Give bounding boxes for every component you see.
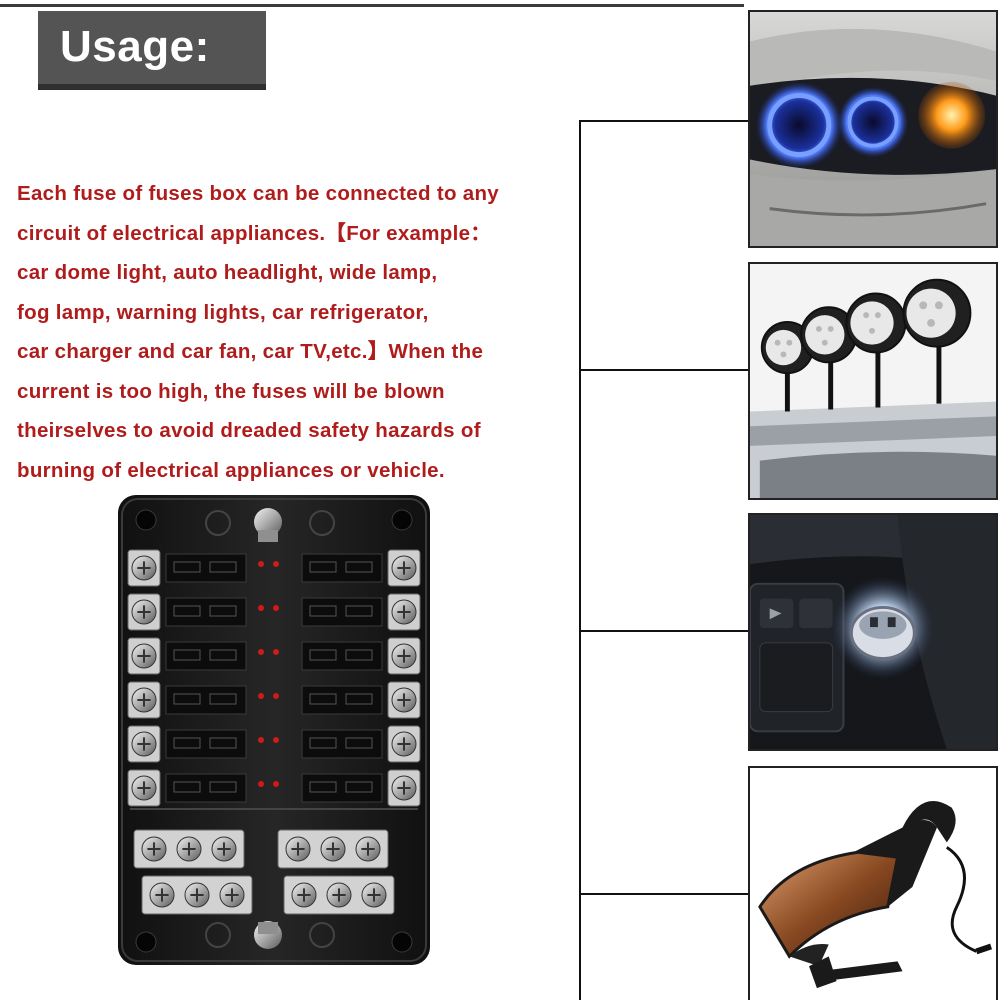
indicator-led	[258, 693, 264, 699]
description-line: car charger and car fan, car TV,etc.】Whe…	[17, 340, 484, 363]
description-line: burning of electrical appliances or vehi…	[17, 458, 445, 482]
fuse-blade	[209, 781, 237, 793]
work-light-icon	[750, 264, 996, 498]
car-charger-icon	[750, 515, 996, 749]
description-line: fog lamp, warning lights, car refrigerat…	[17, 300, 429, 324]
indicator-led	[258, 649, 264, 655]
photo-roof-work-lights	[748, 262, 998, 500]
fuse-slot	[301, 729, 383, 759]
fuse-slot	[301, 553, 383, 583]
fuse-blade	[173, 649, 201, 661]
indicator-led	[273, 605, 279, 611]
fuse-slot	[165, 597, 247, 627]
fuse-slot	[301, 597, 383, 627]
fuse-blade	[209, 649, 237, 661]
fuse-slot	[165, 773, 247, 803]
fuse-blade	[345, 649, 373, 661]
description-line: current is too high, the fuses will be b…	[17, 379, 445, 403]
usage-title: Usage:	[60, 22, 210, 71]
fuse-blade	[173, 693, 201, 705]
indicator-led	[258, 781, 264, 787]
fuse-blade	[309, 561, 337, 573]
fuse-blade	[173, 561, 201, 573]
connector-line-charger	[579, 630, 748, 632]
fuse-blade	[309, 737, 337, 749]
fuse-blade	[345, 693, 373, 705]
indicator-led	[273, 693, 279, 699]
indicator-led	[273, 649, 279, 655]
fuse-blade	[309, 649, 337, 661]
bus-bar	[283, 875, 395, 915]
indicator-led	[273, 781, 279, 787]
fuse-blade	[345, 781, 373, 793]
indicator-led	[258, 605, 264, 611]
fuse-blade	[309, 693, 337, 705]
description-line: circuit of electrical appliances.【For ex…	[17, 221, 492, 245]
fuse-blade	[345, 605, 373, 617]
photo-car-vacuum	[748, 766, 998, 1000]
fuse-blade	[209, 693, 237, 705]
description-line: theirselves to avoid dreaded safety haza…	[17, 419, 481, 442]
usage-banner: Usage:	[38, 11, 266, 90]
fuse-blade	[173, 605, 201, 617]
fuse-slot	[165, 729, 247, 759]
fuse-blade	[309, 605, 337, 617]
usage-description: Each fuse of fuses box can be connected …	[17, 174, 572, 490]
fuse-blade	[345, 561, 373, 573]
connector-line-work-lights	[579, 369, 748, 371]
fuse-slot	[165, 641, 247, 671]
fuse-blade	[209, 737, 237, 749]
fuse-blade	[209, 561, 237, 573]
fuse-row	[127, 681, 421, 719]
fuse-row	[127, 637, 421, 675]
top-rule	[0, 4, 744, 7]
fuse-slot	[165, 553, 247, 583]
fuse-blade	[173, 781, 201, 793]
fuse-row	[127, 593, 421, 631]
fuse-box-product	[118, 490, 430, 970]
fuse-blade	[309, 781, 337, 793]
connector-line-vacuum	[579, 893, 748, 895]
fuse-slot	[165, 685, 247, 715]
photo-auto-headlight	[748, 10, 998, 248]
fuse-row	[127, 549, 421, 587]
photo-car-charger	[748, 513, 998, 751]
connector-vertical-line	[579, 120, 581, 1000]
connector-line-headlight	[579, 120, 748, 122]
indicator-led	[273, 561, 279, 567]
fuse-slot	[301, 685, 383, 715]
fuse-slot	[301, 641, 383, 671]
description-line: Each fuse of fuses box can be connected …	[17, 182, 499, 205]
fuse-box-icon	[118, 495, 430, 965]
fuse-row	[127, 725, 421, 763]
fuse-row	[127, 769, 421, 807]
bus-bar	[133, 829, 245, 869]
headlight-icon	[750, 12, 996, 246]
indicator-led	[273, 737, 279, 743]
car-vacuum-icon	[750, 768, 996, 1000]
indicator-led	[258, 561, 264, 567]
indicator-led	[258, 737, 264, 743]
fuse-blade	[209, 605, 237, 617]
fuse-slot	[301, 773, 383, 803]
description-line: car dome light, auto headlight, wide lam…	[17, 261, 438, 284]
fuse-blade	[173, 737, 201, 749]
fuse-blade	[345, 737, 373, 749]
bus-bar	[141, 875, 253, 915]
bus-bar	[277, 829, 389, 869]
